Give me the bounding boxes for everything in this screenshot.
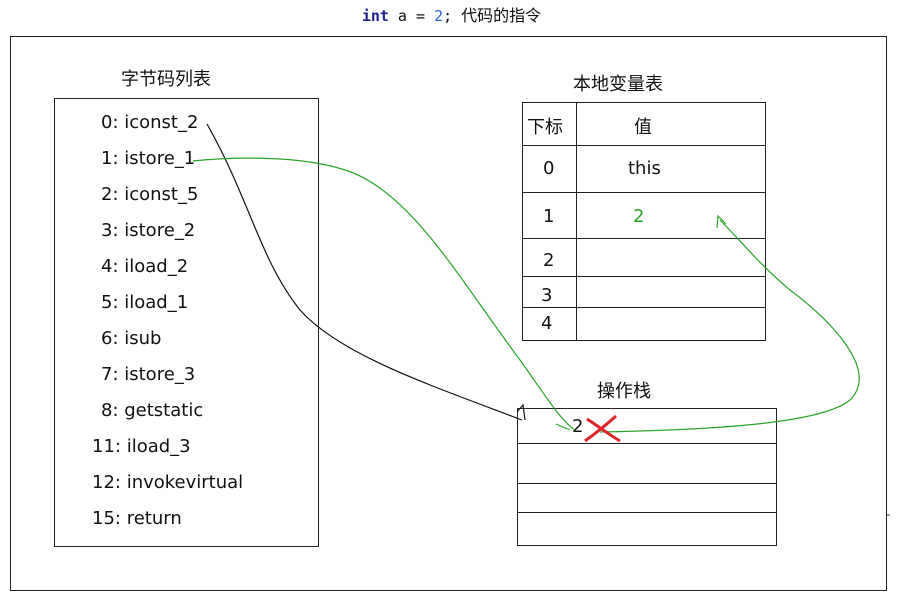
stack-slot-divider	[517, 443, 777, 444]
stack-top-value: 2	[572, 416, 584, 437]
code-number: 2	[434, 7, 444, 25]
column-header-value: 值	[634, 117, 652, 138]
table-row-divider	[522, 145, 766, 146]
bytecode-title: 字节码列表	[121, 69, 211, 90]
table-row-divider	[522, 307, 766, 308]
store-arrow-in-head	[716, 214, 727, 229]
instruction-9: 11: iload_3	[92, 436, 191, 457]
stack-slot-divider	[517, 483, 777, 484]
table-column-divider	[576, 102, 577, 341]
store-arrow-out-head	[555, 423, 571, 431]
stack-slot-divider	[517, 512, 777, 513]
instruction-10: 12: invokevirtual	[92, 472, 244, 493]
row-index-2: 2	[543, 250, 555, 271]
local-vars-title: 本地变量表	[573, 74, 663, 95]
instruction-8: 8: getstatic	[101, 400, 204, 421]
bytecode-list	[54, 98, 319, 547]
row-index-3: 3	[541, 285, 553, 306]
instruction-11: 15: return	[92, 508, 182, 529]
instruction-5: 5: iload_1	[101, 292, 189, 313]
store-arrow-in	[599, 219, 860, 433]
code-keyword: int	[361, 7, 389, 25]
local-vars-table	[522, 102, 766, 341]
instruction-2: 2: iconst_5	[101, 184, 199, 205]
code-snippet: int a = 2;	[362, 7, 461, 25]
operand-stack	[517, 408, 777, 546]
title-caption: 代码的指令	[461, 6, 542, 25]
code-end: ;	[443, 7, 462, 25]
column-header-index: 下标	[527, 117, 563, 138]
outer-frame	[10, 36, 887, 591]
row-index-4: 4	[541, 313, 553, 334]
store-arrow-out	[192, 157, 576, 431]
table-row-divider	[522, 276, 766, 277]
table-row-divider	[522, 192, 766, 193]
push-arrowhead	[516, 403, 526, 421]
operand-stack-title: 操作栈	[597, 381, 651, 402]
red-x-cross-icon	[584, 414, 621, 443]
instruction-6: 6: isub	[101, 328, 162, 349]
row-value-0: this	[628, 158, 661, 179]
instruction-0: 0: iconst_2	[101, 112, 199, 133]
instruction-3: 3: istore_2	[101, 220, 196, 241]
page-title: int a = 2; 代码的指令	[0, 6, 903, 26]
row-index-1: 1	[543, 206, 555, 227]
table-row-divider	[522, 238, 766, 239]
code-middle: a =	[388, 7, 435, 25]
push-arrow	[206, 123, 523, 421]
instruction-1: 1: istore_1	[101, 148, 196, 169]
row-value-1: 2	[633, 206, 645, 227]
instruction-7: 7: istore_3	[101, 364, 196, 385]
instruction-4: 4: iload_2	[101, 256, 189, 277]
row-index-0: 0	[543, 158, 555, 179]
